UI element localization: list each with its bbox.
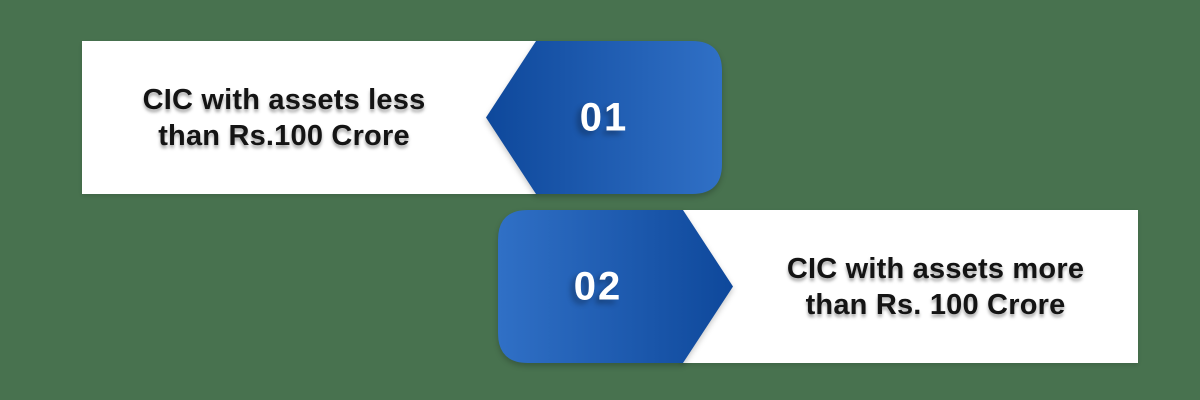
step-1-arrow-left-icon: [486, 41, 722, 194]
step-2-label: CIC with assets more than Rs. 100 Crore: [733, 210, 1138, 363]
step-1-label-line: CIC with assets less: [142, 83, 426, 116]
step-2-label-line: than Rs. 100 Crore: [805, 288, 1066, 321]
step-1-label-line: than Rs.100 Crore: [158, 119, 410, 152]
step-1-number: 01: [579, 95, 629, 140]
step-2-card: [680, 210, 1138, 363]
step-1-label: CIC with assets less than Rs.100 Crore: [82, 41, 486, 194]
step-2-number: 02: [573, 264, 623, 309]
step-1-card: [82, 41, 538, 194]
step-2-arrow-right-icon: [498, 210, 733, 363]
step-2-label-line: CIC with assets more: [786, 252, 1085, 285]
